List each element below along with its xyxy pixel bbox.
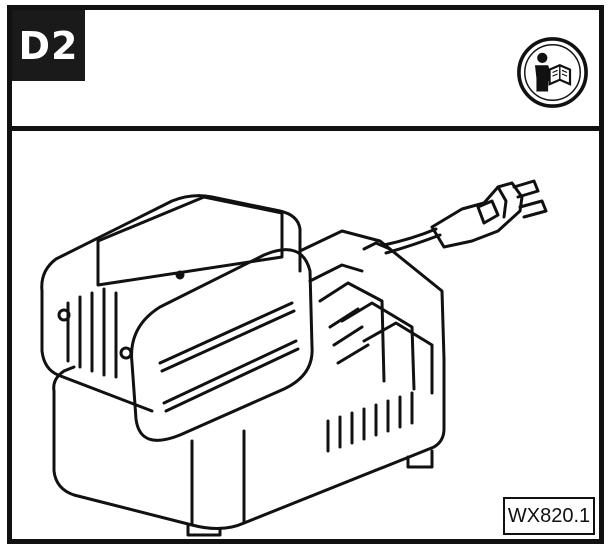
read-manual-icon bbox=[517, 37, 588, 108]
figure-body: WX820.1 bbox=[12, 131, 599, 539]
figure-label-badge: D2 bbox=[12, 10, 85, 81]
figure-header: D2 bbox=[12, 10, 599, 131]
figure-frame: D2 bbox=[7, 5, 604, 544]
battery-charger-illustration bbox=[40, 179, 548, 537]
model-number-label: WX820.1 bbox=[503, 497, 595, 535]
